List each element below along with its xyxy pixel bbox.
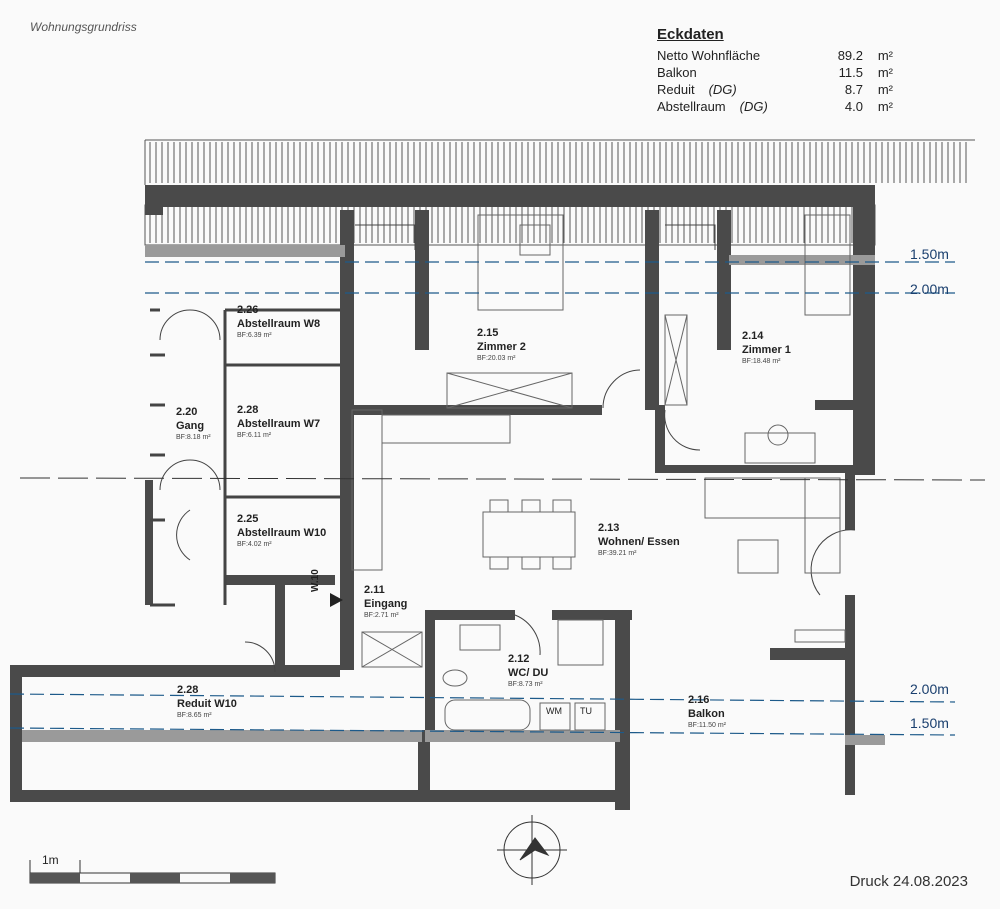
ceiling-height-label: 1.50m (910, 246, 949, 262)
ceiling-height-label: 1.50m (910, 715, 949, 731)
walls (10, 185, 885, 810)
single-bed (804, 214, 851, 316)
ceiling-height-lines (9, 261, 956, 736)
key-data-value: 4.0 (844, 99, 863, 114)
key-data-label: Netto Wohnfläche (657, 48, 761, 63)
door-swings (159, 224, 856, 673)
shower (557, 619, 604, 666)
key-data-unit: m² (877, 99, 893, 114)
plan-title: Wohnungsgrundriss (30, 20, 137, 34)
key-data-row: Netto Wohnfläche 89.2 m² (657, 47, 897, 64)
wardrobe (664, 314, 688, 406)
key-data-label: Balkon (657, 65, 697, 80)
key-data-heading: Eckdaten (657, 26, 724, 43)
storage-partitions (150, 308, 340, 607)
key-data-value: 8.7 (844, 82, 863, 97)
wm-label: WM (546, 706, 562, 716)
scale-label: 1m (42, 853, 59, 867)
shelf (794, 629, 846, 643)
key-data-value: 89.2 (837, 48, 863, 63)
ceiling-height-label: 2.00m (910, 681, 949, 697)
key-data-note: (DG) (708, 82, 737, 97)
key-data-row: Balkon 11.5 m² (657, 64, 897, 81)
entrance-label: W.10 (310, 569, 321, 592)
key-data-table: Eckdaten Netto Wohnfläche 89.2 m² Balkon… (657, 26, 897, 115)
compass-icon (497, 815, 567, 885)
scale-bar (29, 860, 276, 884)
key-data-row: Reduit (DG) 8.7 m² (657, 81, 897, 98)
entrance-arrow-icon (330, 593, 343, 607)
key-data-value: 11.5 (838, 65, 863, 80)
key-data-unit: m² (877, 48, 893, 63)
toilet (442, 669, 468, 687)
wardrobe (361, 631, 423, 668)
key-data-label: Abstellraum (657, 99, 726, 114)
key-data-unit: m² (877, 65, 893, 80)
kitchen-counter (351, 409, 383, 571)
dining-table (482, 511, 576, 558)
sofa (704, 477, 841, 519)
coffee-table (737, 539, 779, 574)
ceiling-height-label: 2.00m (910, 281, 949, 297)
sink (459, 624, 501, 651)
bathtub (444, 699, 531, 731)
key-data-label: Reduit (657, 82, 695, 97)
washing-machine (539, 702, 571, 731)
desk (744, 432, 816, 464)
dryer (574, 702, 606, 731)
roof-hatch (144, 139, 975, 246)
key-data-row: Abstellraum (DG) 4.0 m² (657, 98, 897, 115)
key-data-note: (DG) (739, 99, 768, 114)
key-data-unit: m² (877, 82, 893, 97)
section-line (19, 477, 986, 481)
furniture (351, 214, 851, 731)
print-date: Druck 24.08.2023 (849, 873, 968, 890)
tu-label: TU (580, 706, 592, 716)
wardrobe (446, 372, 573, 409)
